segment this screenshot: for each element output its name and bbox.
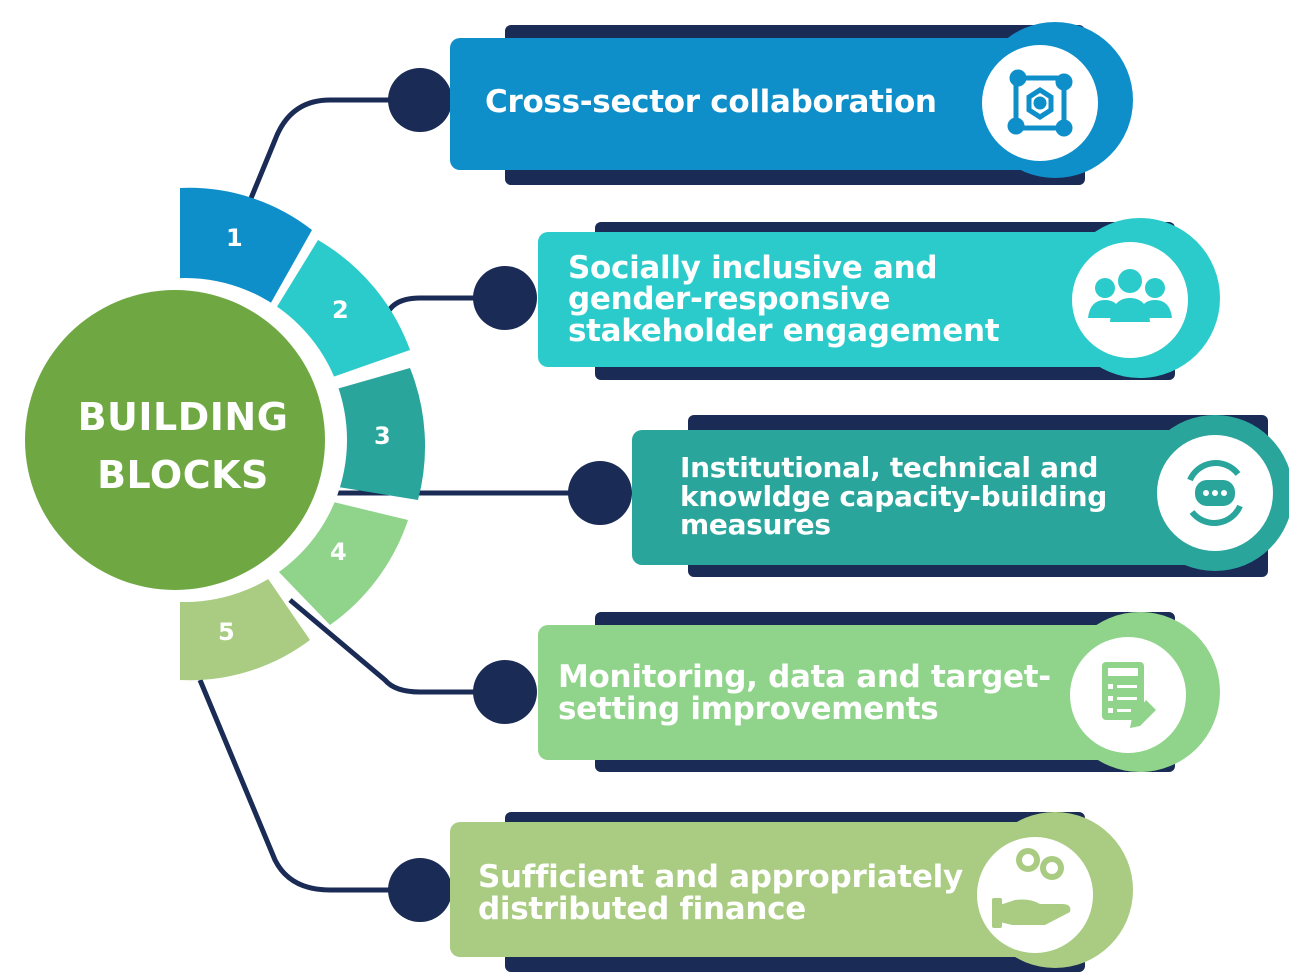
block-row-5 — [388, 812, 1133, 972]
segment-number-3: 3 — [374, 422, 391, 450]
block-label-4: Monitoring, data and target-setting impr… — [558, 659, 1051, 727]
block-label-5: Sufficient and appropriately distributed… — [478, 859, 963, 927]
hub-title: BUILDING BLOCKS — [18, 388, 348, 504]
connector-line-1 — [207, 97, 420, 299]
block-label-2: Socially inclusive and gender-responsive… — [568, 249, 1000, 349]
block-row-2 — [473, 218, 1220, 380]
segment-number-4: 4 — [330, 538, 347, 566]
hub-title-line-1: BUILDING — [77, 395, 289, 439]
block-label-3: Institutional, technical and knowldge ca… — [680, 451, 1107, 542]
segment-number-2: 2 — [332, 296, 349, 324]
hub-circle — [25, 290, 325, 590]
segment-number-1: 1 — [226, 224, 243, 252]
collaboration-network-icon — [1007, 69, 1073, 137]
capacity-cycle-icon — [1187, 460, 1243, 526]
arc-segment-3 — [332, 368, 426, 500]
block-row-4 — [473, 612, 1220, 772]
connector-line-5 — [197, 679, 420, 893]
connector-line-4 — [288, 598, 505, 695]
checklist-clipboard-icon — [1102, 662, 1156, 728]
hub-title-line-2: BLOCKS — [97, 453, 269, 497]
coins-hand-icon — [992, 848, 1071, 928]
block-row-3 — [568, 415, 1289, 577]
arc-segment-4 — [275, 500, 408, 625]
arc-segment-2 — [275, 240, 410, 378]
icon-circle-5 — [977, 837, 1093, 953]
arc-segment-1 — [180, 187, 312, 308]
segment-number-5: 5 — [218, 618, 235, 646]
block-row-1 — [388, 22, 1133, 185]
people-group-icon — [1088, 269, 1172, 322]
block-label-1: Cross-sector collaboration — [485, 83, 937, 120]
